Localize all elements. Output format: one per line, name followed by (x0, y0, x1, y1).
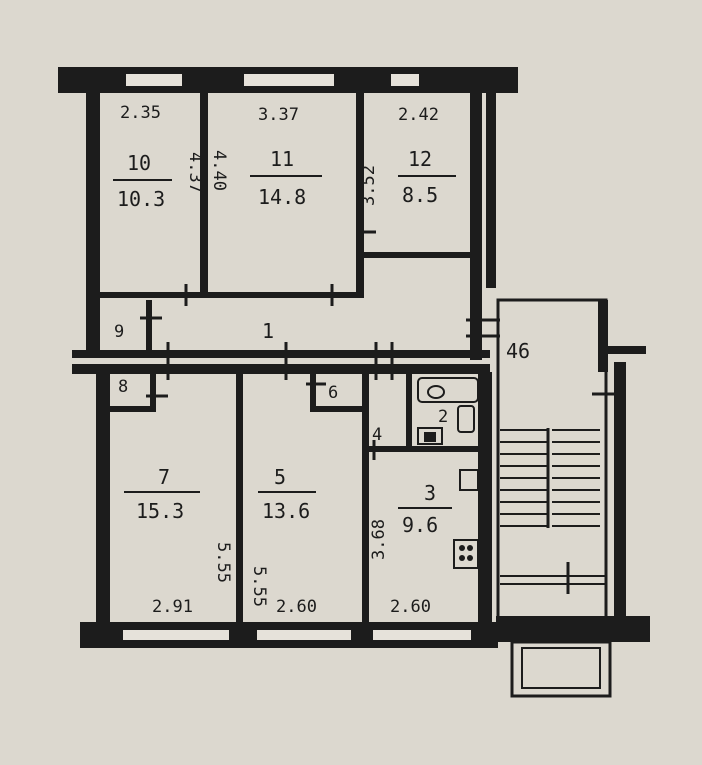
bottom-wall-right (496, 616, 650, 642)
dim-r5-width: 2.60 (276, 597, 317, 617)
dim-r3-depth: 3.68 (369, 519, 389, 560)
room-10-number: 10 (127, 151, 151, 175)
dim-r7-depth: 5.55 (213, 542, 233, 583)
kitchen-sink (459, 469, 479, 491)
room-5-area: 13.6 (262, 499, 310, 523)
stove-burner (459, 555, 465, 561)
room-10-area: 10.3 (117, 187, 165, 211)
partition (310, 406, 366, 412)
left-wall-lower (96, 372, 110, 630)
window (124, 72, 184, 88)
room-9-label: 9 (114, 322, 124, 342)
stairs-left (500, 428, 550, 528)
stairwell-label: 46 (506, 339, 530, 363)
room-11-area: 14.8 (258, 185, 306, 209)
porch-outline (510, 640, 612, 698)
toilet-tank (424, 432, 436, 442)
middle-wall (72, 364, 490, 374)
room-3-area: 9.6 (402, 513, 438, 537)
partition (310, 372, 316, 412)
room-12-area: 8.5 (402, 183, 438, 207)
window (389, 72, 421, 88)
dim-r3-width: 2.60 (390, 597, 431, 617)
corridor-label: 1 (262, 319, 274, 343)
dim-r11-depth: 4.40 (209, 150, 229, 191)
right-wall-lower (478, 372, 492, 624)
stairwell-wall (604, 346, 646, 354)
room-5-number: 5 (274, 465, 286, 489)
window (255, 628, 353, 642)
room-4-label: 4 (372, 425, 382, 445)
dim-r7-width: 2.91 (152, 597, 193, 617)
stairwell-wall (614, 362, 626, 624)
left-wall-upper (86, 90, 100, 358)
dim-r10-depth: 4.37 (185, 152, 205, 193)
dim-r12-width: 2.42 (398, 105, 439, 125)
middle-wall (72, 350, 490, 358)
partition (108, 406, 156, 412)
partition (236, 372, 243, 624)
bathtub-drain (427, 385, 445, 399)
partition (200, 90, 208, 295)
stairwell-wall (598, 300, 608, 372)
room-6-label: 6 (328, 383, 338, 403)
dim-r10-width: 2.35 (120, 103, 161, 123)
stairs-right (552, 429, 600, 527)
porch-inner (521, 647, 601, 689)
stove (453, 539, 479, 569)
dim-r12-depth: 3.52 (359, 165, 379, 206)
room-7-number: 7 (158, 465, 170, 489)
window (371, 628, 473, 642)
partition (406, 372, 412, 452)
stove-burner (467, 555, 473, 561)
bathtub (417, 377, 479, 403)
dim-r5-depth: 5.55 (249, 566, 269, 607)
stove-burner (459, 545, 465, 551)
room-2-label: 2 (438, 407, 448, 427)
partition (356, 90, 364, 295)
window (121, 628, 231, 642)
room-8-label: 8 (118, 377, 128, 397)
stove-burner (467, 545, 473, 551)
sink (457, 405, 475, 433)
partition (362, 372, 369, 624)
partition (98, 292, 364, 298)
window (242, 72, 336, 88)
partition (366, 446, 484, 452)
room-11-number: 11 (270, 147, 294, 171)
room-12-number: 12 (408, 147, 432, 171)
right-wall-upper (470, 88, 482, 360)
room-3-number: 3 (424, 481, 436, 505)
room-7-area: 15.3 (136, 499, 184, 523)
right-wall-outer (486, 88, 496, 288)
partition (146, 300, 152, 352)
partition (150, 372, 156, 412)
dim-r11-width: 3.37 (258, 105, 299, 125)
toilet (417, 427, 443, 445)
partition (362, 252, 474, 258)
